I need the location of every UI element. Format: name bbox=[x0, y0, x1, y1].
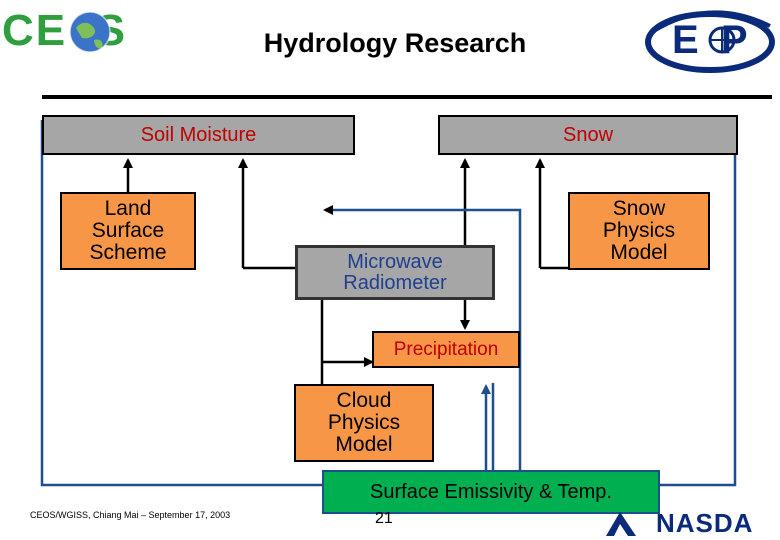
surface-emissivity-label: Surface Emissivity & Temp. bbox=[370, 480, 612, 503]
blue-loop-right bbox=[660, 120, 737, 487]
ecp-logo-swoosh bbox=[645, 10, 775, 73]
land-surface-scheme-label: Land Surface Scheme bbox=[89, 196, 167, 265]
cloud-physics-model-box: Cloud Physics Model bbox=[294, 384, 434, 462]
snow-box: Snow bbox=[438, 115, 738, 155]
ecp-logo-text: E P bbox=[672, 18, 748, 62]
soil-moisture-label: Soil Moisture bbox=[140, 123, 257, 146]
nasda-logo-text: NASDA bbox=[656, 508, 754, 538]
precipitation-box: Precipitation bbox=[372, 331, 520, 368]
nasda-emblem-icon bbox=[606, 512, 636, 536]
microwave-radiometer-label: Microwave Radiometer bbox=[343, 250, 447, 294]
land-surface-scheme-box: Land Surface Scheme bbox=[60, 192, 196, 270]
blue-loop-left bbox=[40, 120, 322, 487]
page-title: Hydrology Research bbox=[263, 28, 527, 58]
page-number: 21 bbox=[375, 510, 393, 527]
snow-label: Snow bbox=[562, 123, 614, 146]
snow-physics-model-label: Snow Physics Model bbox=[602, 196, 676, 265]
soil-moisture-box: Soil Moisture bbox=[42, 115, 355, 155]
title-underline bbox=[42, 95, 772, 99]
nasda-logo: NASDA bbox=[604, 506, 780, 540]
microwave-radiometer-box: Microwave Radiometer bbox=[295, 245, 495, 300]
surface-emissivity-box: Surface Emissivity & Temp. bbox=[322, 470, 660, 514]
ecp-logo: E P bbox=[642, 2, 778, 74]
ecp-globe-icon bbox=[708, 26, 736, 54]
precipitation-label: Precipitation bbox=[393, 338, 499, 360]
ceos-logo: CE S bbox=[0, 0, 160, 62]
snow-physics-model-box: Snow Physics Model bbox=[568, 192, 710, 270]
cloud-physics-model-label: Cloud Physics Model bbox=[327, 388, 401, 457]
line-cloud-to-precip bbox=[320, 300, 374, 384]
footer-credit: CEOS/WGISS, Chiang Mai – September 17, 2… bbox=[30, 510, 231, 520]
globe-icon bbox=[69, 11, 111, 53]
